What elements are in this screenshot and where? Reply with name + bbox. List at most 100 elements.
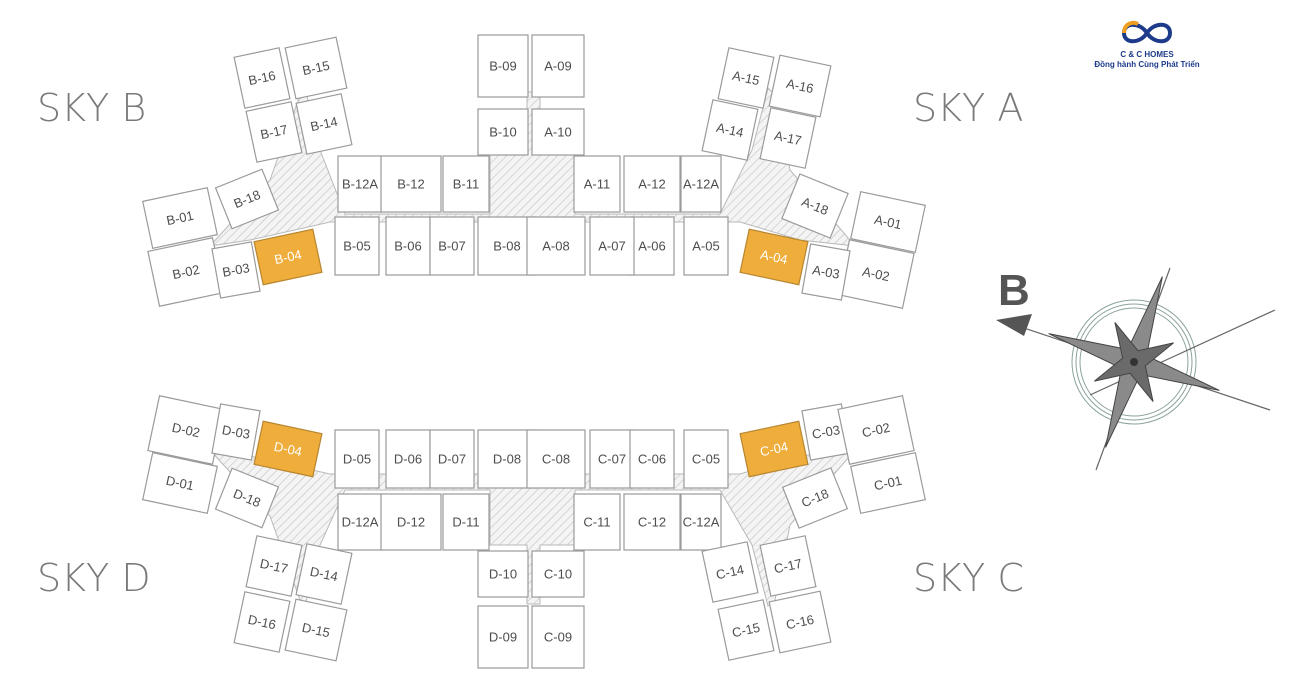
unit-d-03[interactable]: D-03 <box>211 403 261 461</box>
unit-b-06[interactable]: B-06 <box>385 216 431 276</box>
unit-outline <box>701 99 759 161</box>
unit-b-08[interactable]: B-08 <box>477 216 537 276</box>
unit-c-18[interactable]: C-18 <box>781 467 849 529</box>
unit-d-06[interactable]: D-06 <box>385 429 431 489</box>
unit-c-02[interactable]: C-02 <box>837 395 915 465</box>
unit-label: A-12 <box>638 177 665 192</box>
unit-b-16[interactable]: B-16 <box>233 47 291 109</box>
unit-b-12[interactable]: B-12 <box>380 155 442 213</box>
unit-a-10[interactable]: A-10 <box>531 108 585 156</box>
unit-a-09[interactable]: A-09 <box>531 34 585 98</box>
unit-c-12a[interactable]: C-12A <box>680 493 722 551</box>
unit-a-15[interactable]: A-15 <box>717 47 775 109</box>
unit-outline <box>801 243 851 301</box>
unit-a-17[interactable]: A-17 <box>759 107 817 169</box>
unit-a-16[interactable]: A-16 <box>768 54 832 118</box>
unit-label: C-16 <box>785 612 816 633</box>
unit-label: A-09 <box>544 59 571 74</box>
unit-a-01[interactable]: A-01 <box>850 190 926 254</box>
unit-a-08[interactable]: A-08 <box>526 216 586 276</box>
unit-a-07[interactable]: A-07 <box>589 216 635 276</box>
unit-label: C-09 <box>544 630 572 645</box>
unit-c-17[interactable]: C-17 <box>759 535 817 597</box>
unit-b-17[interactable]: B-17 <box>245 101 303 163</box>
unit-b-12a[interactable]: B-12A <box>337 155 383 213</box>
unit-c-04[interactable]: C-04 <box>739 420 809 478</box>
unit-c-06[interactable]: C-06 <box>629 429 675 489</box>
unit-outline <box>214 168 280 230</box>
unit-c-09[interactable]: C-09 <box>531 605 585 669</box>
unit-a-12[interactable]: A-12 <box>623 155 681 213</box>
unit-a-03[interactable]: A-03 <box>801 243 851 301</box>
unit-c-12[interactable]: C-12 <box>623 493 681 551</box>
unit-d-01[interactable]: D-01 <box>142 451 218 515</box>
unit-d-04[interactable]: D-04 <box>253 420 323 478</box>
unit-b-04[interactable]: B-04 <box>253 228 323 286</box>
unit-outline <box>245 535 303 597</box>
unit-outline <box>680 493 722 551</box>
unit-a-05[interactable]: A-05 <box>683 216 729 276</box>
unit-d-17[interactable]: D-17 <box>245 535 303 597</box>
unit-c-07[interactable]: C-07 <box>589 429 635 489</box>
unit-outline <box>717 47 775 109</box>
unit-c-08[interactable]: C-08 <box>526 429 586 489</box>
unit-b-11[interactable]: B-11 <box>442 155 490 213</box>
unit-d-07[interactable]: D-07 <box>429 429 475 489</box>
unit-d-12[interactable]: D-12 <box>380 493 442 551</box>
unit-d-16[interactable]: D-16 <box>233 591 291 653</box>
unit-a-02[interactable]: A-02 <box>837 239 915 309</box>
unit-outline <box>526 429 586 489</box>
unit-label: D-02 <box>171 420 202 441</box>
unit-d-18[interactable]: D-18 <box>214 467 280 529</box>
unit-b-14[interactable]: B-14 <box>295 93 353 155</box>
unit-a-18[interactable]: A-18 <box>781 173 849 239</box>
unit-outline <box>380 493 442 551</box>
unit-label: A-06 <box>638 239 665 254</box>
unit-label: D-06 <box>394 452 422 467</box>
unit-b-05[interactable]: B-05 <box>334 216 380 276</box>
unit-d-14[interactable]: D-14 <box>295 543 353 605</box>
unit-d-12a[interactable]: D-12A <box>337 493 383 551</box>
unit-c-01[interactable]: C-01 <box>850 451 926 515</box>
unit-b-09[interactable]: B-09 <box>477 34 529 98</box>
unit-d-05[interactable]: D-05 <box>334 429 380 489</box>
unit-label: A-12A <box>683 177 719 192</box>
unit-b-15[interactable]: B-15 <box>284 36 348 100</box>
unit-a-06[interactable]: A-06 <box>629 216 675 276</box>
unit-c-03[interactable]: C-03 <box>801 403 851 461</box>
unit-d-15[interactable]: D-15 <box>284 598 348 662</box>
unit-outline <box>759 535 817 597</box>
unit-c-14[interactable]: C-14 <box>701 541 759 603</box>
unit-label: B-07 <box>438 239 465 254</box>
unit-a-12a[interactable]: A-12A <box>680 155 722 213</box>
unit-d-11[interactable]: D-11 <box>442 493 490 551</box>
unit-outline <box>739 228 809 286</box>
unit-a-04[interactable]: A-04 <box>739 228 809 286</box>
unit-b-02[interactable]: B-02 <box>147 237 225 307</box>
unit-c-16[interactable]: C-16 <box>768 590 832 654</box>
unit-c-15[interactable]: C-15 <box>717 599 775 661</box>
unit-b-01[interactable]: B-01 <box>142 186 218 250</box>
unit-label: A-15 <box>731 68 761 88</box>
unit-d-09[interactable]: D-09 <box>477 605 529 669</box>
unit-label: D-12 <box>397 515 425 530</box>
unit-outline <box>781 173 849 239</box>
unit-a-11[interactable]: A-11 <box>573 155 621 213</box>
unit-c-05[interactable]: C-05 <box>683 429 729 489</box>
unit-d-10[interactable]: D-10 <box>477 550 529 598</box>
unit-b-03[interactable]: B-03 <box>211 241 261 299</box>
unit-outline <box>295 543 353 605</box>
unit-outline <box>233 47 291 109</box>
unit-label: B-09 <box>489 59 516 74</box>
unit-d-02[interactable]: D-02 <box>147 395 225 465</box>
unit-d-08[interactable]: D-08 <box>477 429 537 489</box>
unit-b-07[interactable]: B-07 <box>429 216 475 276</box>
unit-c-11[interactable]: C-11 <box>573 493 621 551</box>
unit-label: A-17 <box>773 128 803 148</box>
unit-c-10[interactable]: C-10 <box>531 550 585 598</box>
unit-a-14[interactable]: A-14 <box>701 99 759 161</box>
unit-b-10[interactable]: B-10 <box>477 108 529 156</box>
unit-outline <box>295 93 353 155</box>
unit-b-18[interactable]: B-18 <box>214 168 280 230</box>
unit-outline <box>337 155 383 213</box>
